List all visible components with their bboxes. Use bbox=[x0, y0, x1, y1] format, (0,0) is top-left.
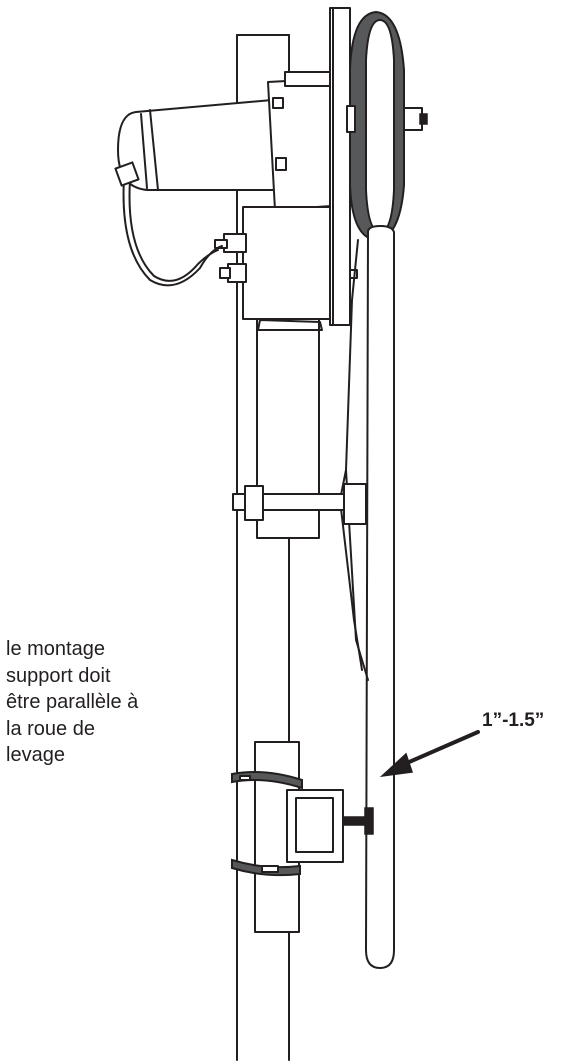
mounting-instruction-note: le montage support doit être parallèle à… bbox=[6, 638, 139, 766]
gap-dimension-label: 1”-1.5” bbox=[482, 710, 545, 731]
mounting-plate bbox=[329, 7, 351, 326]
hand-chain-loop bbox=[339, 225, 395, 969]
gap-indicator-arrow bbox=[379, 730, 480, 778]
motor-assembly bbox=[114, 71, 358, 331]
chain-guide-bracket bbox=[232, 483, 367, 525]
chain-keeper-assembly bbox=[231, 741, 374, 933]
chain-wheel bbox=[346, 10, 428, 242]
